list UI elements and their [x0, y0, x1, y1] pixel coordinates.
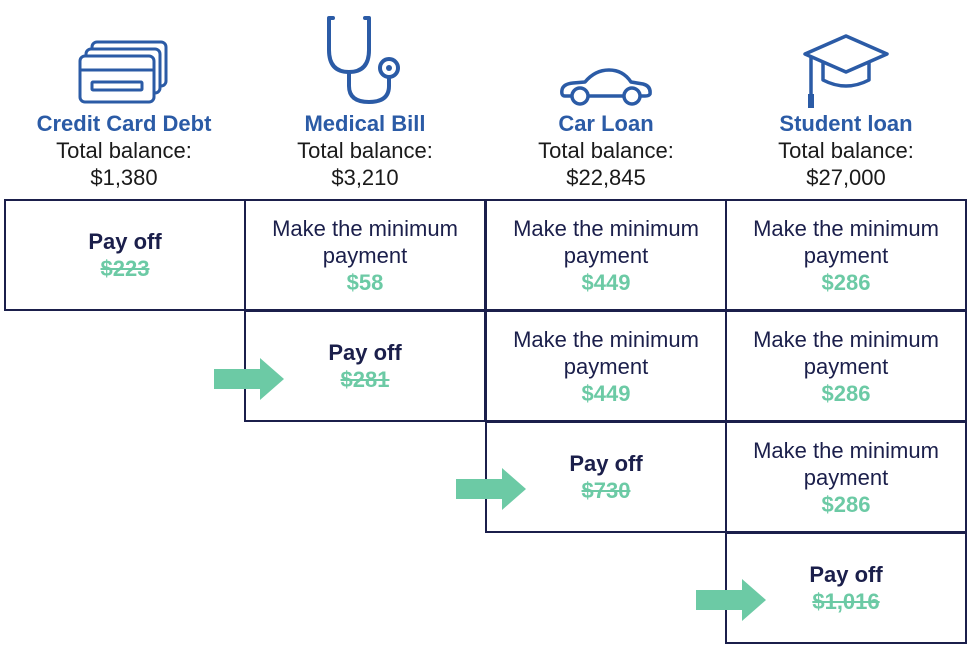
debt-name: Credit Card Debt — [36, 111, 212, 136]
minimum-payment-cell: Make the minimum payment $286 — [725, 421, 967, 533]
payment-amount: $286 — [821, 380, 871, 406]
minimum-label: Make the minimum payment — [513, 326, 699, 379]
payoff-label: Pay off — [88, 229, 162, 254]
payoff-label: Pay off — [328, 340, 402, 365]
balance-value: $27,000 — [806, 165, 886, 190]
credit-card-icon — [4, 0, 244, 110]
paid-amount: $1,016 — [812, 589, 880, 614]
payoff-cell: Pay off $223 — [4, 199, 246, 311]
paid-amount: $223 — [100, 256, 150, 281]
right-arrow-icon — [214, 358, 284, 400]
balance-label: Total balance: — [56, 138, 192, 163]
payoff-cell: Pay off $281 — [244, 310, 486, 422]
balance-value: $3,210 — [331, 165, 399, 190]
graduation-cap-icon — [726, 0, 966, 110]
minimum-payment-cell: Make the minimum payment $286 — [725, 199, 967, 311]
car-icon — [486, 0, 726, 110]
minimum-payment-cell: Make the minimum payment $286 — [725, 310, 967, 422]
debt-name: Medical Bill — [304, 111, 426, 136]
payment-amount: $58 — [346, 269, 384, 295]
minimum-payment-cell: Make the minimum payment $58 — [244, 199, 486, 311]
paid-amount: $281 — [340, 367, 390, 392]
minimum-label: Make the minimum payment — [272, 215, 458, 268]
payment-amount: $286 — [821, 491, 871, 517]
minimum-payment-cell: Make the minimum payment $449 — [485, 310, 727, 422]
right-arrow-icon — [456, 468, 526, 510]
balance-value: $22,845 — [566, 165, 646, 190]
stethoscope-icon — [245, 0, 485, 110]
payment-amount: $449 — [581, 269, 631, 295]
balance-label: Total balance: — [297, 138, 433, 163]
column-header-medical: Medical Bill Total balance: $3,210 — [245, 0, 485, 191]
right-arrow-icon — [696, 579, 766, 621]
debt-name: Student loan — [779, 111, 913, 136]
minimum-label: Make the minimum payment — [513, 215, 699, 268]
balance-label: Total balance: — [538, 138, 674, 163]
payment-amount: $286 — [821, 269, 871, 295]
balance-value: $1,380 — [90, 165, 158, 190]
minimum-payment-cell: Make the minimum payment $449 — [485, 199, 727, 311]
balance-label: Total balance: — [778, 138, 914, 163]
minimum-label: Make the minimum payment — [753, 215, 939, 268]
payoff-cell: Pay off $730 — [485, 421, 727, 533]
payoff-cell: Pay off $1,016 — [725, 532, 967, 644]
minimum-label: Make the minimum payment — [753, 437, 939, 490]
minimum-label: Make the minimum payment — [753, 326, 939, 379]
debt-name: Car Loan — [558, 111, 654, 136]
column-header-credit-card: Credit Card Debt Total balance: $1,380 — [4, 0, 244, 191]
column-header-car: Car Loan Total balance: $22,845 — [486, 0, 726, 191]
payoff-label: Pay off — [569, 451, 643, 476]
column-header-student: Student loan Total balance: $27,000 — [726, 0, 966, 191]
paid-amount: $730 — [581, 478, 631, 503]
payment-amount: $449 — [581, 380, 631, 406]
payoff-label: Pay off — [809, 562, 883, 587]
